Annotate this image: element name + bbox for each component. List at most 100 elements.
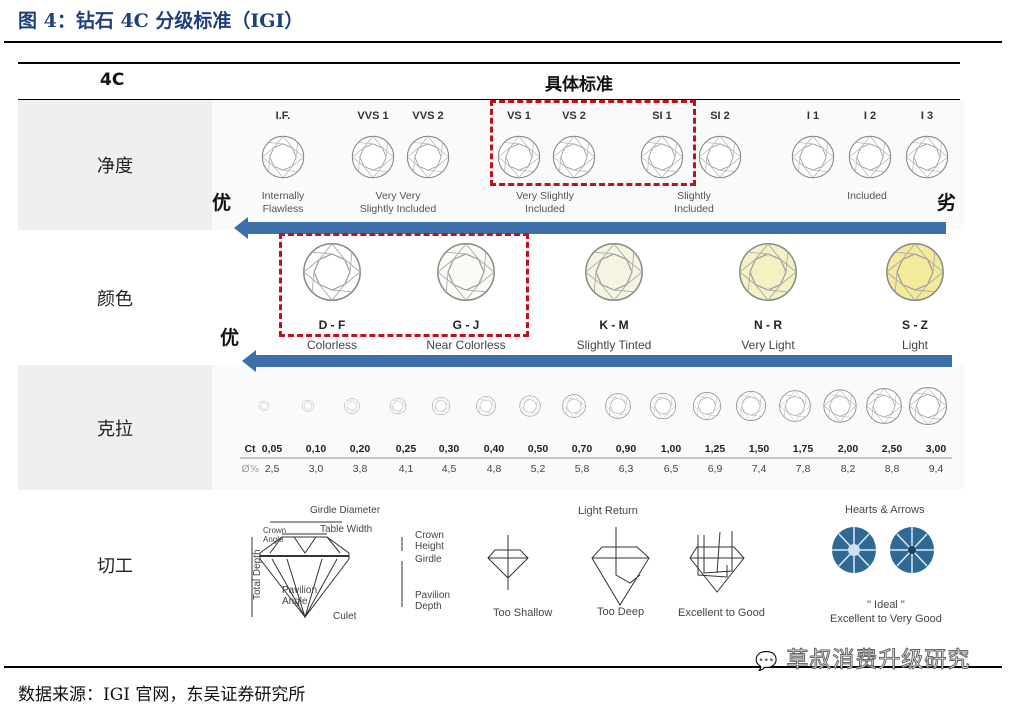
diameter-value: 8,2 [840,463,856,475]
figure-title: 图 4：钻石 4C 分级标准（IGI） [18,10,304,32]
carat-row-label: Ct [244,443,256,455]
hearts-arrows-title: Hearts & Arrows [845,504,925,516]
wechat-icon: 💬 [754,651,779,673]
diameter-value: 7,8 [795,463,811,475]
clarity-diamond [905,135,949,179]
table-top-rule [18,62,960,64]
carat-value: 0,90 [615,443,637,455]
carat-value: 0,70 [571,443,593,455]
carat-value: 1,50 [748,443,770,455]
color-grade-label: D - F [318,318,346,332]
light-return-title: Light Return [578,505,638,517]
clarity-grade-label: VVS 2 [412,110,444,122]
color-grade-label: K - M [599,318,629,332]
header-rule [18,99,960,100]
clarity-grade-label: VS 1 [507,110,531,122]
clarity-grade-label: I 1 [806,110,820,122]
carat-value: 0,05 [261,443,283,455]
carat-value: 3,00 [925,443,947,455]
diameter-value: 4,5 [441,463,457,475]
source-note: 数据来源：IGI 官网，东吴证券研究所 [18,685,306,704]
too-deep-diagram [591,527,650,606]
diameter-value: 4,1 [398,463,414,475]
carat-diamond [693,392,721,420]
clarity-grade-label: VS 2 [562,110,586,122]
diameter-value: 9,4 [928,463,944,475]
clarity-grade-label: I 3 [920,110,934,122]
color-description: Slightly Tinted [576,338,652,352]
worst-label-clarity: 劣 [937,192,957,214]
carat-panel [212,365,964,490]
carat-value: 0,40 [483,443,505,455]
table-width-label: Table Width [320,524,373,535]
clarity-diamond [261,135,305,179]
crown-angle-label: Crown Angle [263,526,287,544]
header-4c: 4C [100,70,125,90]
diameter-value: 5,8 [574,463,590,475]
diameter-value: 5,2 [530,463,546,475]
carat-diamond [344,398,360,414]
girdle-label: Girdle [415,554,442,565]
carat-diamond [301,399,315,413]
too-shallow-diagram [487,535,529,590]
carat-value: 0,25 [395,443,417,455]
excellent-to-good-label: Excellent to Good [678,607,765,619]
clarity-grade-label: SI 1 [652,110,672,122]
carat-diamond [823,389,857,423]
clarity-diamond [406,135,450,179]
best-label-clarity: 优 [212,192,232,214]
girdle-diameter-label: Girdle Diameter [310,505,381,516]
clarity-diamond [351,135,395,179]
clarity-diamond [848,135,892,179]
color-diamond [886,243,944,301]
clarity-description: Slightly Included [674,190,714,215]
clarity-grade-label: VVS 1 [357,110,389,122]
diameter-value: 2,5 [264,463,280,475]
carat-value: 0,30 [438,443,460,455]
carat-diamond [736,391,766,421]
pavilion-depth-label: Pavilion Depth [415,590,451,612]
crown-height-label: Crown Height [415,530,444,552]
diameter-value: 3,0 [308,463,324,475]
ideal-caption: " Ideal " Excellent to Very Good [830,599,942,625]
row-label-carat: 克拉 [18,365,212,490]
pavilion-angle-label: Pavilion Angle [282,585,318,607]
diameter-row-label: Ø⅝ [241,463,259,475]
clarity-grade-label: I 2 [863,110,877,122]
color-arrow [242,350,952,372]
row-label-color: 颜色 [97,288,133,310]
carat-value: 1,25 [704,443,726,455]
total-depth-label: Total Depth [252,549,263,600]
color-diamond [739,243,797,301]
carat-diamond [649,392,677,420]
too-shallow-label: Too Shallow [493,607,553,619]
clarity-description: Very Slightly Included [516,190,574,215]
header-standard: 具体标准 [545,75,613,95]
color-description: Light [901,338,929,352]
carat-diamond [605,393,631,419]
clarity-description: Included [847,190,887,202]
diameter-value: 7,4 [751,463,767,475]
color-grade-label: G - J [452,318,480,332]
color-diamond [585,243,643,301]
diameter-value: 6,3 [618,463,634,475]
culet-label: Culet [333,611,357,622]
cut-diagrams [251,521,934,619]
excellent-diagram [689,531,745,593]
carat-value: 2,50 [881,443,903,455]
color-highlight-box [279,233,529,337]
color-description: Near Colorless [426,338,506,352]
carat-diamond [476,396,496,416]
carat-value: 0,20 [349,443,371,455]
carat-value: 0,50 [527,443,549,455]
carat-value: 1,00 [660,443,682,455]
color-grade-label: N - R [754,318,782,332]
row-label-clarity: 净度 [18,100,212,230]
watermark: 💬 草叔消费升级研究 [754,642,970,674]
color-description: Very Light [741,338,795,352]
carat-diamond [389,397,407,415]
carat-diamond [908,386,948,426]
color-grade-label: S - Z [902,318,928,332]
clarity-diamond [698,135,742,179]
